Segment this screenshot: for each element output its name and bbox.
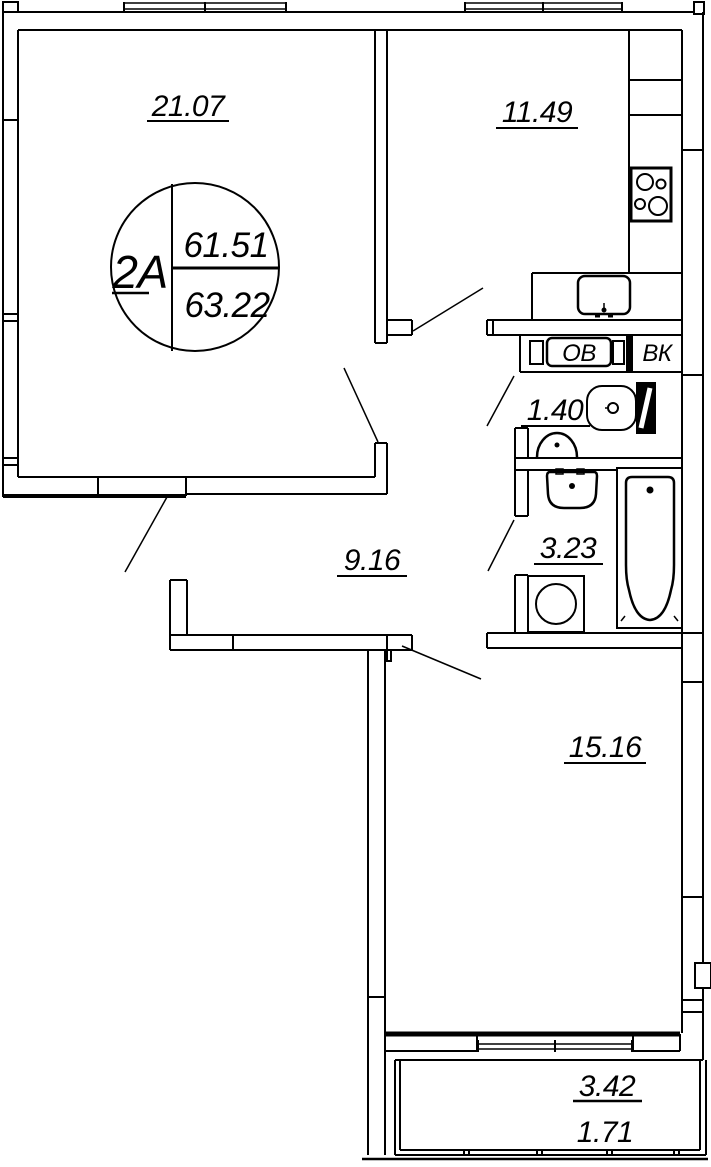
wc-area-label: 1.40 bbox=[527, 394, 584, 427]
balcony-area-reduced-label: 1.71 bbox=[577, 1116, 633, 1149]
bathroom-area-label: 3.23 bbox=[540, 532, 597, 565]
burner-large-icon bbox=[636, 173, 654, 191]
total-area-value: 63.22 bbox=[184, 286, 269, 325]
entrance-door-leaf bbox=[124, 496, 168, 573]
stove bbox=[629, 166, 673, 223]
bathroom-door-leaf bbox=[487, 519, 515, 572]
bedroom-balcony-window bbox=[477, 1040, 633, 1052]
balcony-area-full-label: 3.42 bbox=[579, 1070, 636, 1103]
water-shaft-label: ВК bbox=[642, 340, 674, 367]
balcony-structure bbox=[362, 1059, 708, 1161]
heating-shaft-label: ОВ bbox=[562, 340, 596, 367]
apartment-stamp: 2А 61.51 63.22 bbox=[110, 182, 280, 352]
living-room-window bbox=[123, 2, 287, 13]
wc-hand-basin bbox=[535, 431, 579, 458]
exterior-walls bbox=[2, 1, 711, 1060]
kitchen-counter-south bbox=[531, 272, 683, 320]
bathtub bbox=[616, 467, 683, 629]
doors bbox=[124, 287, 515, 680]
wc-door-leaf bbox=[486, 375, 515, 427]
service-shafts: ОВ ВК bbox=[519, 335, 683, 373]
bedroom-area-label: 15.16 bbox=[569, 731, 642, 764]
living-room-door-leaf bbox=[343, 367, 379, 443]
burner-small-icon bbox=[655, 178, 667, 190]
interior-walls bbox=[3, 30, 703, 1155]
living-room-area-label: 21.07 bbox=[151, 90, 226, 123]
kitchen-window bbox=[464, 2, 623, 13]
apartment-type-label: 2А bbox=[111, 246, 167, 298]
kitchen-counter-east bbox=[628, 30, 682, 273]
room-labels: 21.07 11.49 9.16 1.40 3.23 15.16 3.42 1.… bbox=[147, 90, 646, 1149]
bedroom-door-leaf bbox=[401, 645, 482, 680]
kitchen-area-label: 11.49 bbox=[502, 96, 573, 129]
burner-large-icon bbox=[648, 196, 668, 216]
washing-machine bbox=[527, 575, 585, 633]
toilet bbox=[586, 382, 656, 434]
hallway-area-label: 9.16 bbox=[344, 544, 401, 577]
heating-shaft-box bbox=[545, 336, 613, 368]
bathroom-washbasin bbox=[545, 468, 599, 510]
living-area-value: 61.51 bbox=[183, 226, 268, 265]
kitchen-sink bbox=[576, 274, 632, 318]
burner-small-icon bbox=[634, 198, 646, 210]
kitchen-door-leaf bbox=[412, 287, 484, 332]
